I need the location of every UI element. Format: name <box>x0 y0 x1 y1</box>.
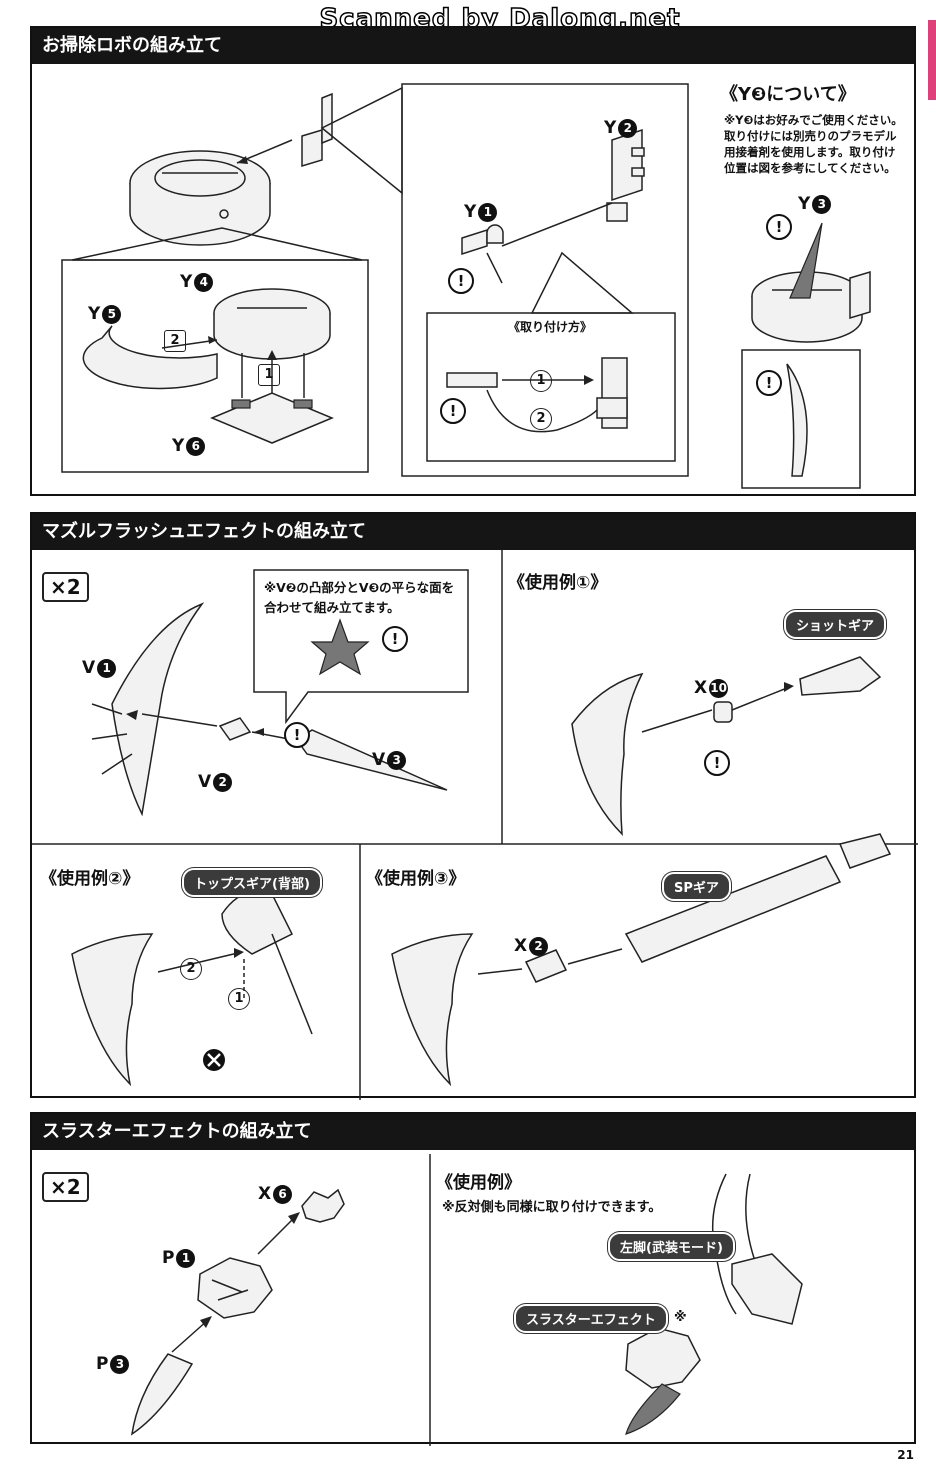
part-v2-number: 2 <box>213 773 233 792</box>
caution-icon-y1: ! <box>448 268 474 294</box>
attach-step-2: 2 <box>530 408 552 430</box>
muzzle-step-1: 1 <box>228 988 250 1010</box>
part-y2-number: 2 <box>618 119 638 138</box>
part-y4-letter: Y <box>180 272 193 292</box>
part-p3-number: 3 <box>110 1355 130 1374</box>
part-y5-letter: Y <box>88 304 101 324</box>
part-x2-letter: X <box>514 936 528 956</box>
y3-heading: 《Y❸について》 <box>720 84 856 105</box>
part-v1-number: 1 <box>97 659 117 678</box>
tag-shot-gear: ショットギア <box>784 610 887 639</box>
part-v2-letter: V <box>198 772 212 792</box>
muzzle-step-2: 2 <box>180 958 202 980</box>
muzzle-quantity-badge: ×2 <box>42 572 89 602</box>
thruster-note: ※反対側も同様に取り付けできます。 <box>442 1200 662 1215</box>
robot-section-title: お掃除ロボの組み立て <box>32 28 914 64</box>
y3-note: ※Y❸はお好みでご使用ください。取り付けには別売りのプラモデル用接着剤を使用しま… <box>724 113 903 175</box>
caution-icon-attach: ! <box>440 398 466 424</box>
caution-icon-note: ! <box>382 626 408 652</box>
caution-icon-y3-detail: ! <box>756 370 782 396</box>
part-x10-letter: X <box>694 678 708 698</box>
part-p1-number: 1 <box>176 1249 196 1268</box>
tag-thruster-effect: スラスターエフェクト <box>514 1304 668 1333</box>
robot-step-2: 2 <box>164 330 186 352</box>
caution-icon-y3: ! <box>766 214 792 240</box>
muzzle-example3-heading: 《使用例③》 <box>366 869 466 889</box>
caution-icon-x10: ! <box>704 750 730 776</box>
tag-sp-gear: SPギア <box>662 872 731 901</box>
tag-left-leg: 左脚(武装モード) <box>608 1232 735 1261</box>
part-y1-letter: Y <box>464 202 477 222</box>
page-edge-marker <box>928 20 936 100</box>
part-v3-letter: V <box>372 750 386 770</box>
part-y2-letter: Y <box>604 118 617 138</box>
muzzle-example1-heading: 《使用例①》 <box>508 573 608 593</box>
part-y4-number: 4 <box>194 273 214 292</box>
attach-step-1: 1 <box>530 370 552 392</box>
part-y3-letter: Y <box>798 194 811 214</box>
part-x6-number: 6 <box>273 1185 293 1204</box>
muzzle-note: ※V❷の凸部分とV❸の平らな面を合わせて組み立てます。 <box>264 580 455 615</box>
thruster-example-heading: 《使用例》 <box>436 1173 521 1193</box>
thruster-section-title: スラスターエフェクトの組み立て <box>32 1114 914 1150</box>
muzzle-example2-heading: 《使用例②》 <box>40 869 140 889</box>
robot-illustration <box>61 83 871 489</box>
thruster-illustration <box>131 1154 803 1446</box>
part-v3-number: 3 <box>387 751 407 770</box>
part-x2-number: 2 <box>529 937 549 956</box>
thruster-quantity-badge: ×2 <box>42 1172 89 1202</box>
muzzle-illustration <box>32 550 918 1100</box>
part-v1-letter: V <box>82 658 96 678</box>
page-number: 21 <box>897 1448 914 1462</box>
part-y5-number: 5 <box>102 305 122 324</box>
part-x6-letter: X <box>258 1184 272 1204</box>
part-y6-letter: Y <box>172 436 185 456</box>
part-y3-number: 3 <box>812 195 832 214</box>
part-y6-number: 6 <box>186 437 206 456</box>
attach-method-label: 《取り付け方》 <box>508 320 593 334</box>
caution-icon-v3: ! <box>284 722 310 748</box>
muzzle-flash-section: マズルフラッシュエフェクトの組み立て <box>30 512 918 1100</box>
part-p3-letter: P <box>96 1354 109 1374</box>
tag-thruster-effect-mark: ※ <box>674 1310 687 1325</box>
tag-tops-gear-back: トップスギア(背部) <box>182 868 322 897</box>
robot-assembly-section: お掃除ロボの組み立て <box>30 26 916 496</box>
robot-step-1: 1 <box>258 364 280 386</box>
part-x10-number: 10 <box>709 679 729 698</box>
muzzle-section-title: マズルフラッシュエフェクトの組み立て <box>32 514 914 550</box>
part-p1-letter: P <box>162 1248 175 1268</box>
part-y1-number: 1 <box>478 203 498 222</box>
